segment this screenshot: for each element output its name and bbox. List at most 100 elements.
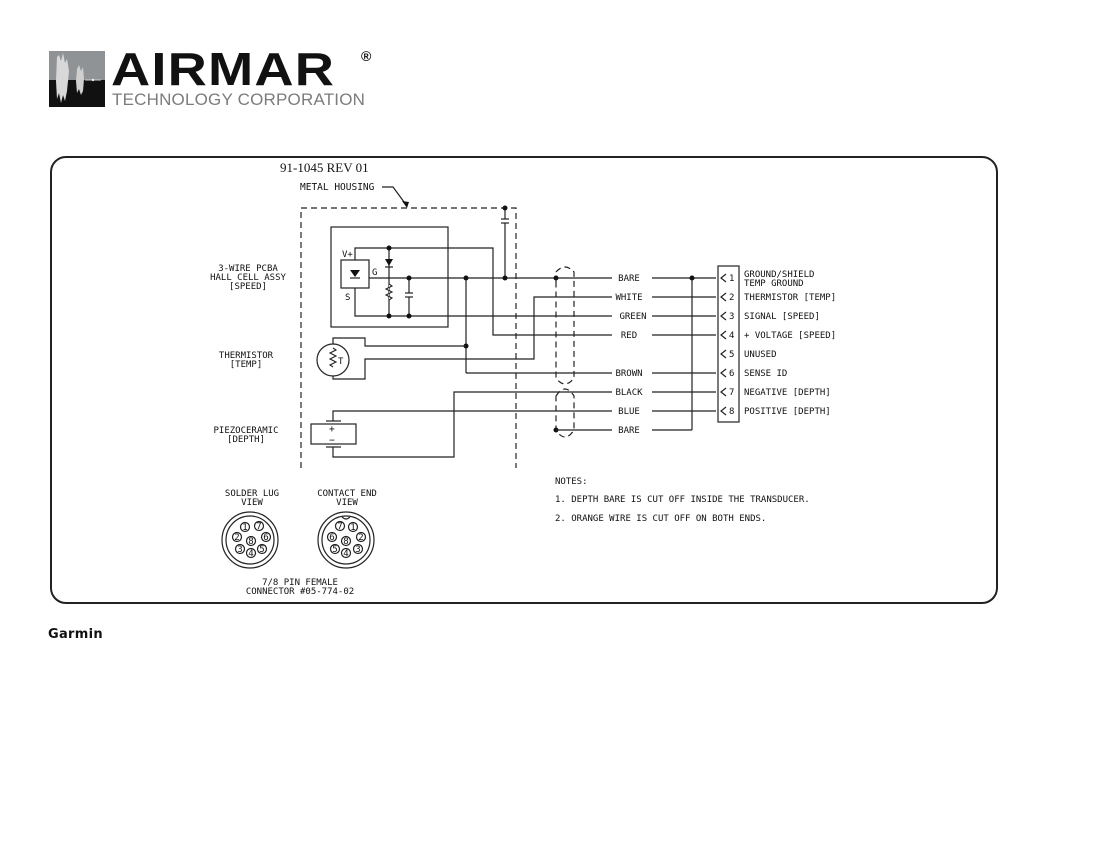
junction-dot [386,313,392,319]
svg-text:1: 1 [350,523,355,533]
wire-blue-path [332,410,716,421]
junction-dot [386,245,392,251]
thermistor-resistor-icon [328,347,338,368]
part-number: 91-1045 REV 01 [280,160,369,175]
wire-black-path [332,391,716,458]
registered-mark: ® [361,48,372,64]
svg-text:5: 5 [259,545,264,555]
pin-s-label: S [345,293,350,303]
pin-number-2: 2 [729,293,734,303]
contact-view-label-1: CONTACT END [317,489,377,499]
brand-wordmark: AIRMAR [111,43,336,95]
connector-caption-2: CONNECTOR #05-774-02 [246,587,354,597]
pin-function-1b: TEMP GROUND [744,279,804,289]
connector-caption-1: 7/8 PIN FEMALE [262,578,338,588]
svg-text:3: 3 [355,545,360,555]
pin-number-3: 3 [729,312,734,322]
airmar-logo: AIRMAR ® TECHNOLOGY CORPORATION [49,43,379,110]
pin-function-2: THERMISTOR [TEMP] [744,293,836,303]
svg-text:7: 7 [256,522,261,532]
terminal-block [717,265,740,423]
junction-dot [689,275,695,281]
pin-v-label: V+ [342,250,353,260]
svg-text:2: 2 [234,533,239,543]
pin-function-labels: GROUND/SHIELD TEMP GROUND THERMISTOR [TE… [744,270,836,417]
resistor-icon [384,283,394,301]
thermistor-t-label: T [338,357,344,367]
sonar-wave-logo-icon [49,51,105,107]
notes-block: NOTES: 1. DEPTH BARE IS CUT OFF INSIDE T… [555,477,810,524]
contact-view-label-2: VIEW [336,498,358,508]
hall-label-3: [SPEED] [229,282,267,292]
pin-g-label: G [372,268,377,278]
svg-text:8: 8 [248,537,253,547]
junction-dot [502,205,508,211]
piezo-element [310,423,357,445]
junction-dot [406,313,412,319]
svg-text:7: 7 [337,522,342,532]
cable-shield-upper [555,266,575,385]
note-2: 2. ORANGE WIRE IS CUT OFF ON BOTH ENDS. [555,514,766,524]
wire-label-green: GREEN [619,312,646,322]
pin-function-7: NEGATIVE [DEPTH] [744,388,831,398]
wire-label-black: BLACK [615,388,643,398]
pin-number-1: 1 [729,274,734,284]
pin-function-1: GROUND/SHIELD [744,270,814,280]
wire-label-brown: BROWN [615,369,642,379]
capacitor-gap [501,219,509,223]
metal-housing-label: METAL HOUSING [300,182,375,193]
pin-function-4: + VOLTAGE [SPEED] [744,331,836,341]
wire-white-path [332,296,716,380]
svg-text:4: 4 [343,549,348,559]
notes-title: NOTES: [555,477,588,487]
housing-leader-line [382,186,408,207]
piezo-minus-label: − [329,435,335,446]
pin-number-6: 6 [729,369,734,379]
junction-dot [553,275,559,281]
wire-label-blue: BLUE [618,407,640,417]
pcba-board-outline [330,226,449,328]
wire-red-path [354,247,716,336]
wire-color-labels: BARE WHITE GREEN RED BROWN BLACK BLUE BA… [612,272,652,436]
hall-label-2: HALL CELL ASSY [210,273,286,283]
pin-number-4: 4 [729,331,734,341]
wire-label-white: WHITE [615,293,642,303]
pin-function-5: UNUSED [744,350,777,360]
footer-brand: Garmin [48,627,103,642]
svg-text:2: 2 [358,533,363,543]
svg-text:6: 6 [263,533,268,543]
thermistor-ground-lead [332,337,466,347]
solder-view-label-2: VIEW [241,498,263,508]
note-1: 1. DEPTH BARE IS CUT OFF INSIDE THE TRAN… [555,495,810,505]
wire-label-red: RED [621,331,637,341]
svg-text:6: 6 [329,533,334,543]
contact-end-connector-icon: 7 1 6 8 2 5 4 3 [317,511,375,569]
hall-label-1: 3-WIRE PCBA [218,264,278,274]
junction-dot [406,275,412,281]
piezo-label-1: PIEZOCERAMIC [213,426,278,436]
leader-arrow-icon [402,201,409,208]
junction-dot [463,275,469,281]
wire-green-path [354,288,716,317]
svg-text:5: 5 [332,545,337,555]
pin-number-8: 8 [729,407,734,417]
pin-function-6: SENSE ID [744,369,787,379]
cable-shield-lower [555,388,575,438]
thermistor-label-1: THERMISTOR [219,351,274,361]
svg-text:3: 3 [237,545,242,555]
piezo-label-2: [DEPTH] [227,435,265,445]
solder-view-label-1: SOLDER LUG [225,489,279,499]
hall-diode-icon [350,270,360,277]
diode-icon [385,259,393,266]
piezo-plus-label: + [329,424,335,435]
pin-number-7: 7 [729,388,734,398]
waveform-icon [49,53,105,107]
svg-text:8: 8 [343,537,348,547]
brand-subtitle: TECHNOLOGY CORPORATION [112,90,366,109]
pin-number-5: 5 [729,350,734,360]
capacitor-gap [405,293,413,297]
svg-text:1: 1 [242,523,247,533]
wire-label-bare-depth: BARE [618,426,640,436]
terminal-pins: 1 2 3 4 5 6 7 8 [720,273,734,417]
